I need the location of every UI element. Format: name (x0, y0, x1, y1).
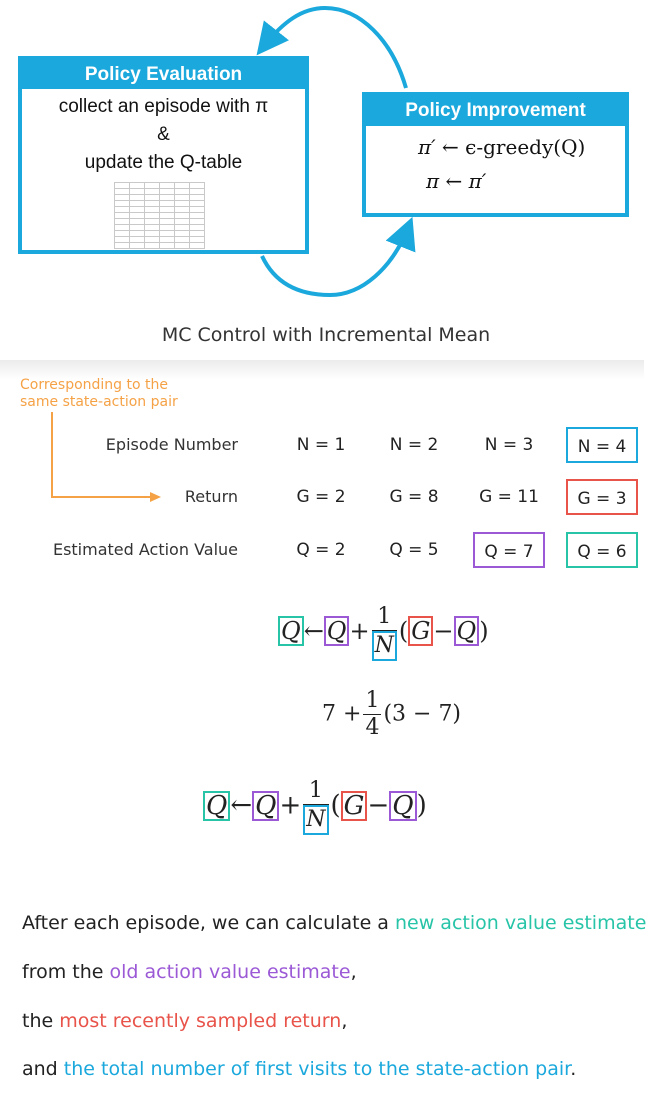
explanation-line4: and the total number of first visits to … (22, 1058, 577, 1080)
same-pair-annotation: Corresponding to the same state-action p… (20, 377, 178, 410)
policy-evaluation-line1: collect an episode with π (58, 96, 269, 117)
top-cycle-arrow (256, 5, 408, 89)
diagram-caption: MC Control with Incremental Mean (161, 324, 491, 346)
policy-improvement-title: Policy Improvement (366, 96, 625, 126)
episode-cell-current: N = 4 (566, 427, 638, 463)
policy-improvement-box: Policy Improvement π′ ← ϵ-greedy(Q) π ← … (362, 92, 629, 217)
policy-update-eq1: π′ ← ϵ-greedy(Q) (418, 135, 586, 159)
explanation-line1: After each episode, we can calculate a n… (22, 912, 647, 934)
bottom-cycle-arrow (260, 216, 416, 298)
estimated-action-value-label: Estimated Action Value (52, 540, 238, 559)
episode-cell: N = 1 (296, 435, 346, 455)
value-cell: Q = 2 (296, 540, 346, 560)
q-table-icon (114, 182, 205, 249)
policy-evaluation-title: Policy Evaluation (22, 60, 305, 89)
explanation-line3: the most recently sampled return, (22, 1010, 348, 1032)
policy-evaluation-box: Policy Evaluation collect an episode wit… (18, 56, 309, 254)
policy-update-eq2: π ← π′ (426, 169, 487, 193)
return-label: Return (184, 487, 238, 506)
value-cell: Q = 5 (389, 540, 439, 560)
return-cell-current: G = 3 (566, 479, 638, 515)
episode-number-label: Episode Number (105, 435, 238, 454)
explanation-line2: from the old action value estimate, (22, 961, 357, 983)
return-cell: G = 2 (296, 487, 346, 507)
section-divider (0, 360, 644, 380)
value-cell-new: Q = 6 (566, 532, 638, 568)
annotation-arrow (51, 412, 161, 502)
return-cell: G = 11 (479, 487, 539, 507)
policy-evaluation-line3: update the Q-table (84, 152, 243, 173)
return-cell: G = 8 (389, 487, 439, 507)
episode-cell: N = 2 (389, 435, 439, 455)
value-cell-previous: Q = 7 (473, 532, 545, 568)
cycle-arrows (256, 5, 416, 298)
episode-cell: N = 3 (484, 435, 534, 455)
policy-evaluation-ampersand: & (157, 124, 170, 145)
